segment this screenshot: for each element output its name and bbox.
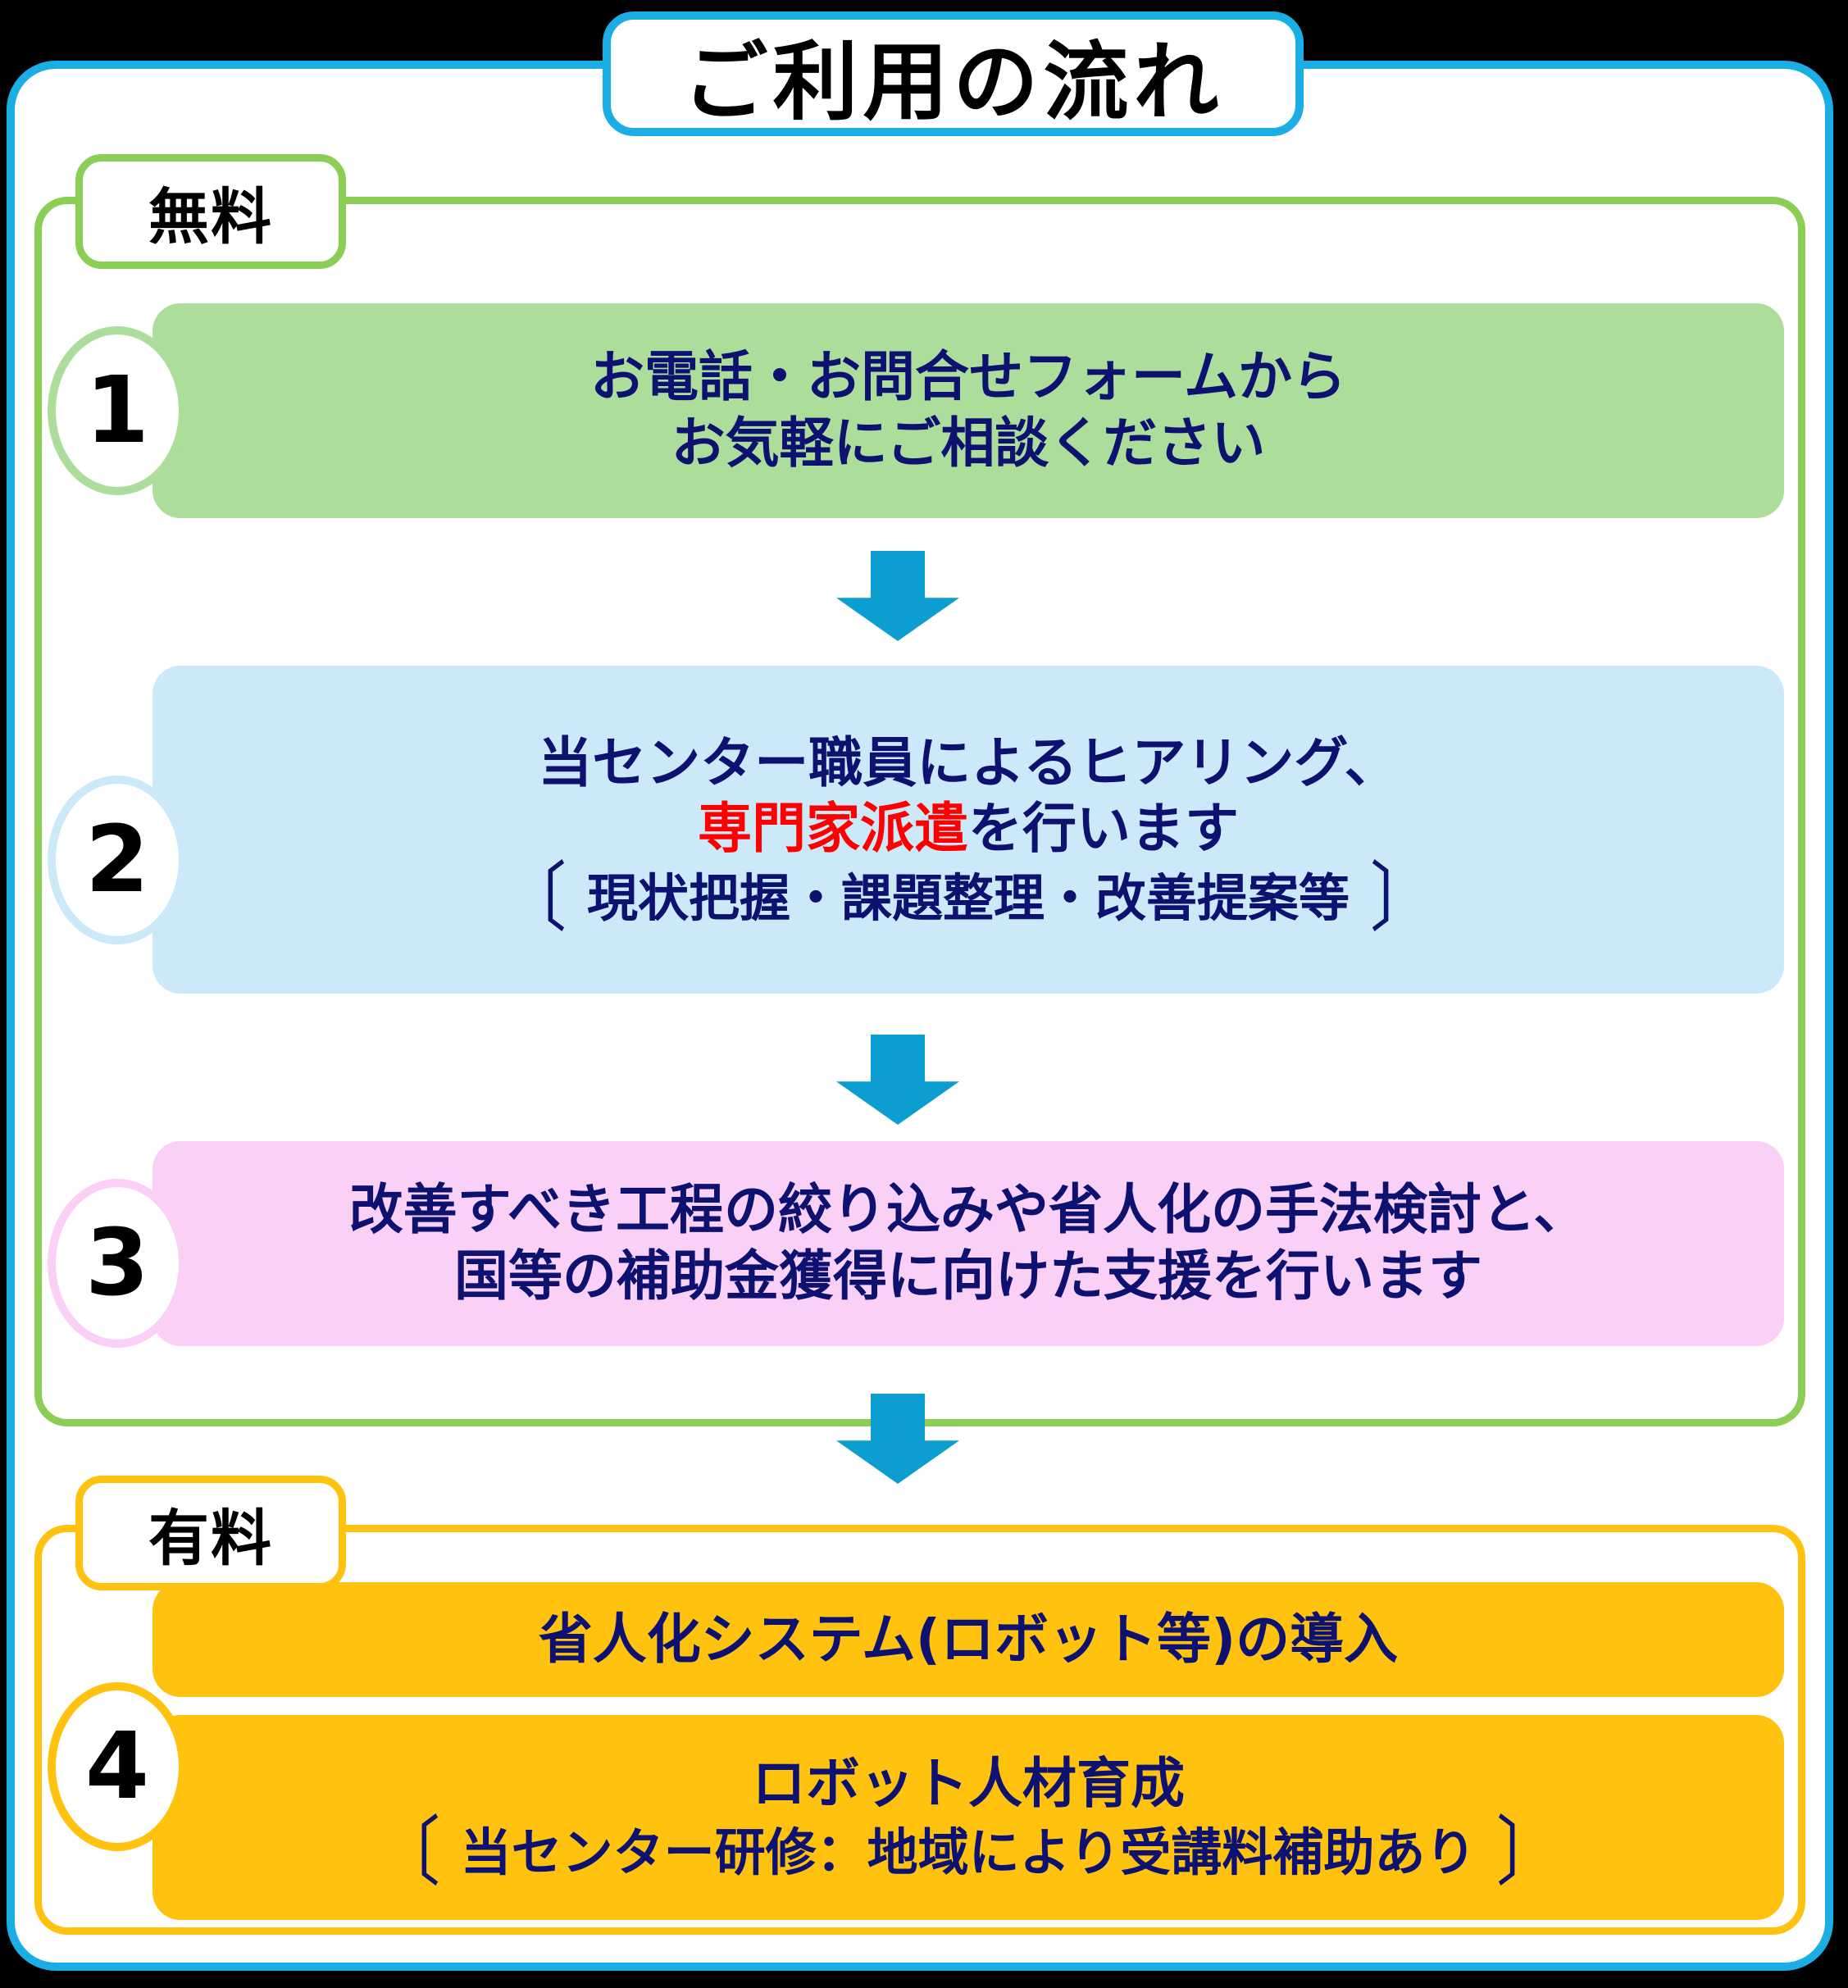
step-1-box: お電話・お問合せフォームから お気軽にご相談ください [152, 303, 1784, 518]
step-2-bracket-open: 〔 [502, 853, 567, 942]
step-2-emphasis-red: 専門家派遣 [698, 797, 968, 861]
paid-section-group [34, 1525, 1805, 1935]
step-4-bracket-close: 〕 [1496, 1808, 1561, 1897]
step-4-bracket-line: 〔 当センター研修：地域により受講料補助あり 〕 [371, 1808, 1567, 1897]
page-title: ご利用の流れ [603, 11, 1304, 136]
step-2-number: 2 [48, 776, 187, 944]
step-2-bracket-text: 現状把握・課題整理・改善提案等 [586, 867, 1350, 928]
step-4-bottom-line-1: ロボット人材育成 [752, 1751, 1185, 1815]
step-1-line-2: お気軽にご相談ください [671, 412, 1266, 475]
step-4-top-line-1: 省人化システム(ロボット等)の導入 [538, 1607, 1399, 1671]
step-4-box-top: 省人化システム(ロボット等)の導入 [152, 1582, 1784, 1697]
step-2-emphasis-line: 専門家派遣を行います [698, 796, 1239, 862]
step-4-box-bottom: ロボット人材育成 〔 当センター研修：地域により受講料補助あり 〕 [152, 1715, 1784, 1920]
step-2-bracket-line: 〔 現状把握・課題整理・改善提案等 〕 [497, 853, 1440, 942]
step-4-bracket-text: 当センター研修：地域により受講料補助あり [460, 1822, 1477, 1883]
step-2-line-1: 当センター職員によるヒアリング、 [538, 730, 1399, 794]
step-1-line-1: お電話・お問合せフォームから [589, 345, 1347, 409]
step-3-line-1: 改善すべき工程の絞り込みや省人化の手法検討と、 [348, 1178, 1588, 1242]
free-badge: 無料 [75, 154, 346, 269]
paid-badge: 有料 [75, 1476, 346, 1590]
step-4-number: 4 [48, 1682, 187, 1851]
step-2-box: 当センター職員によるヒアリング、 専門家派遣を行います 〔 現状把握・課題整理・… [152, 666, 1784, 994]
step-2-bracket-close: 〕 [1369, 853, 1435, 942]
step-4-bracket-open: 〔 [376, 1808, 440, 1897]
step-2-emphasis-rest: を行います [968, 797, 1239, 861]
step-3-box: 改善すべき工程の絞り込みや省人化の手法検討と、 国等の補助金獲得に向けた支援を行… [152, 1141, 1784, 1346]
step-3-number: 3 [48, 1179, 187, 1348]
step-1-number: 1 [48, 326, 187, 495]
step-3-line-2: 国等の補助金獲得に向けた支援を行います [454, 1244, 1482, 1308]
